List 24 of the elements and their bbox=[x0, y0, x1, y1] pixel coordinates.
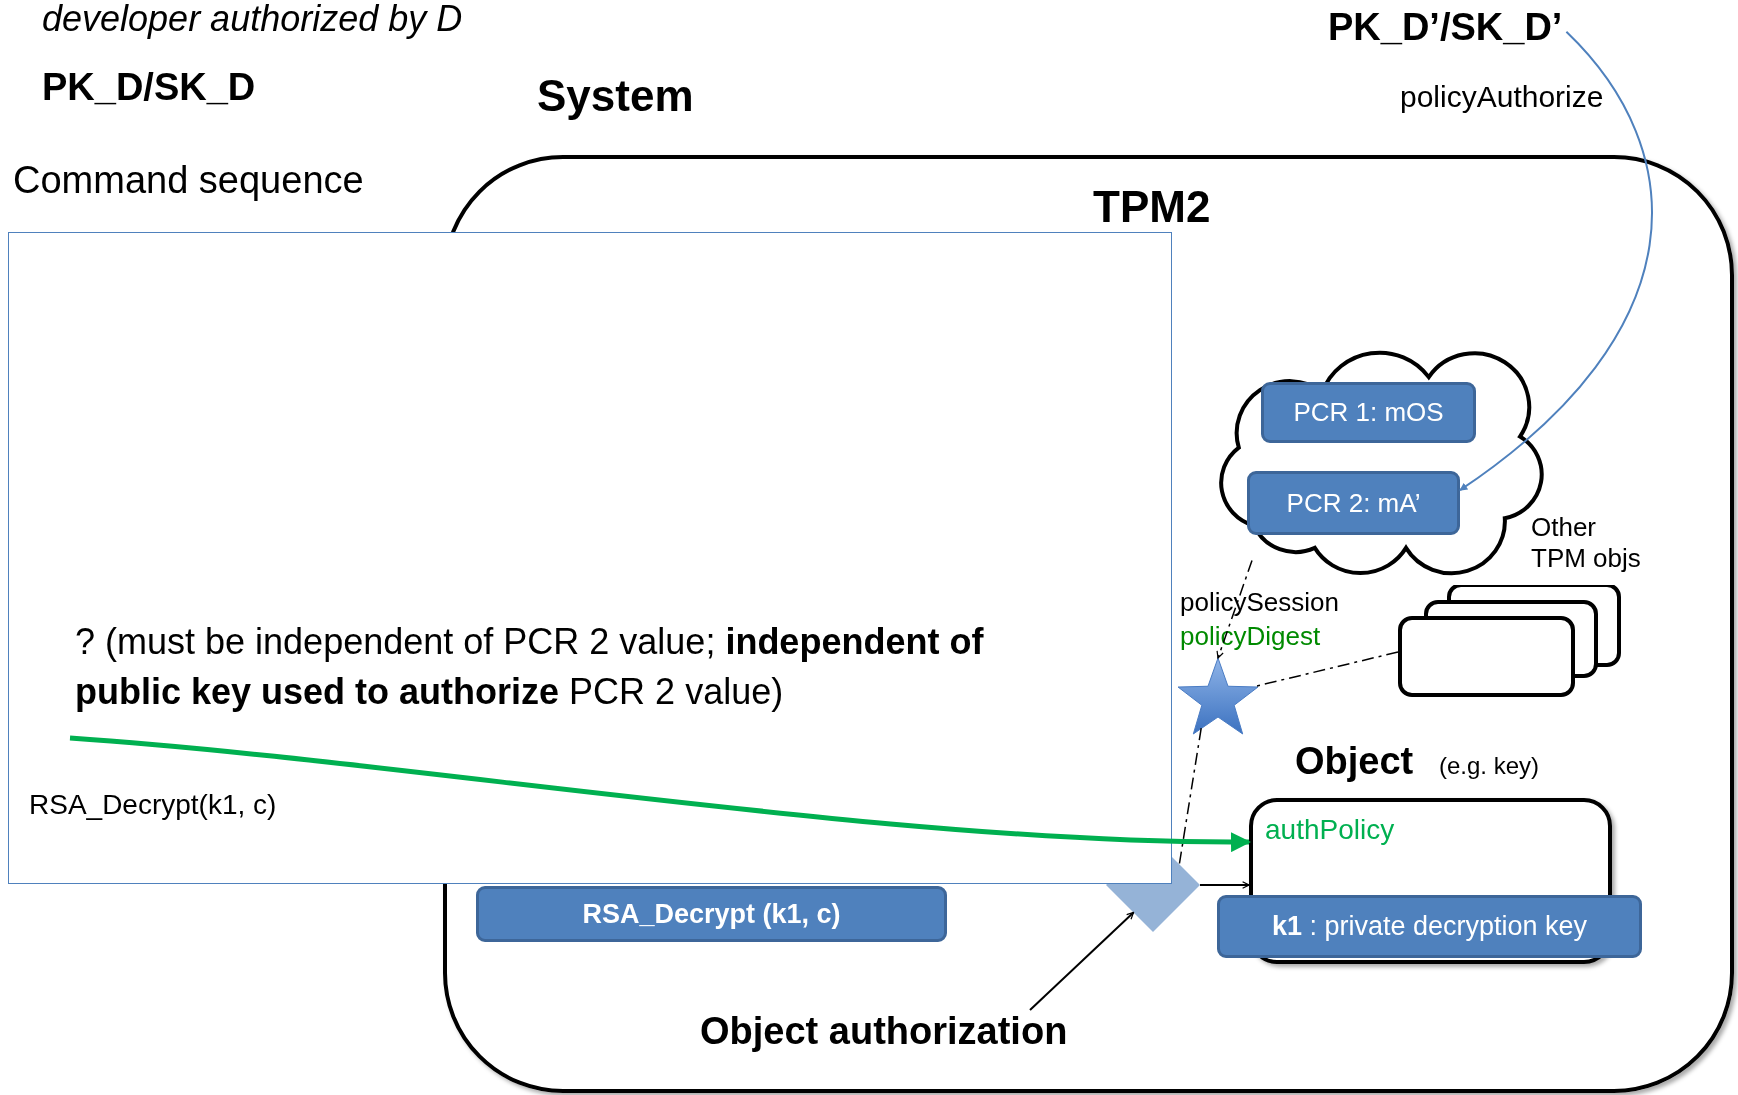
key-box: k1 : private decryption key bbox=[1217, 895, 1642, 958]
key-pair-label: PK_D’/SK_D’ bbox=[1328, 6, 1563, 49]
arrow bbox=[1199, 881, 1250, 889]
question-text: ? (must be independent of PCR 2 value; independent of public key used to authorize PCR 2 value) bbox=[75, 620, 985, 715]
subtitle-text: developer authorized by D bbox=[42, 0, 463, 40]
arrow bbox=[1029, 911, 1135, 1011]
register-box: PCR 2: mA’ bbox=[1247, 471, 1460, 535]
arrow bbox=[69, 735, 1251, 852]
caption-text: Object authorization bbox=[700, 1010, 1068, 1053]
object-note: (e.g. key) bbox=[1439, 752, 1540, 780]
session-label: policySession bbox=[1180, 588, 1339, 618]
arrow bbox=[1459, 30, 1653, 492]
policy-field: authPolicy bbox=[1265, 814, 1395, 847]
object-heading: Object bbox=[1295, 740, 1414, 784]
objects-label: Other TPM objs bbox=[1531, 512, 1642, 575]
digest-label: policyDigest bbox=[1180, 622, 1321, 652]
panel-heading: Command sequence bbox=[13, 159, 364, 203]
chip-heading: TPM2 bbox=[1093, 182, 1211, 233]
key-pair-label: PK_D/SK_D bbox=[42, 66, 256, 110]
dash-dot-arrow bbox=[1216, 559, 1253, 659]
command-text: RSA_Decrypt(k1, c) bbox=[29, 789, 277, 822]
register-box: PCR 1: mOS bbox=[1261, 382, 1476, 443]
command-box: RSA_Decrypt (k1, c) bbox=[476, 886, 947, 942]
system-heading: System bbox=[537, 71, 694, 122]
